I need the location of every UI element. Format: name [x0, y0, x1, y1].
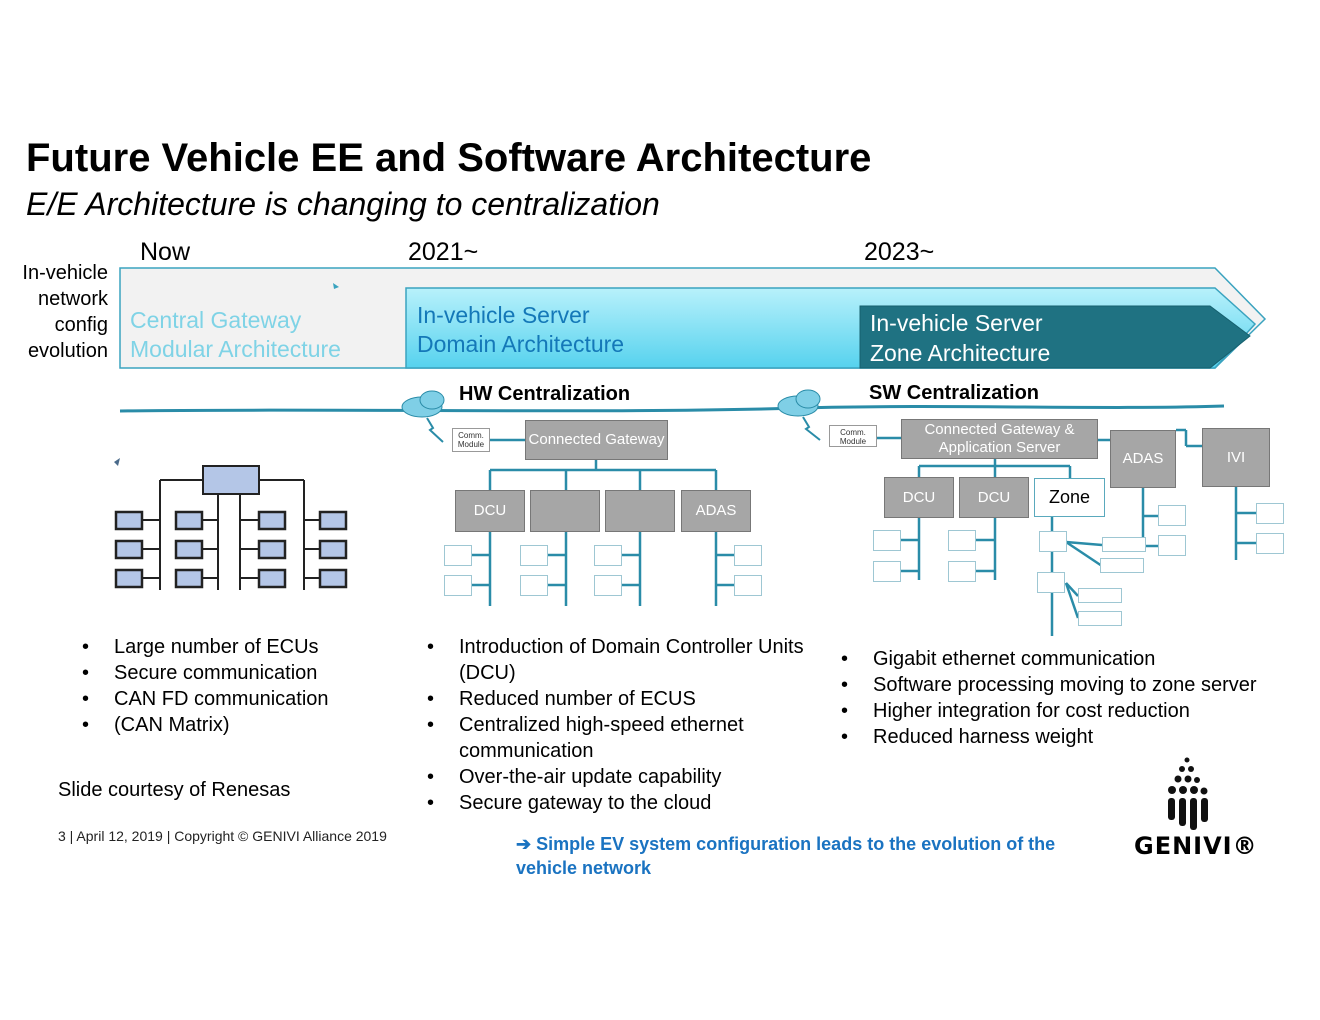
bullet-item: Software processing moving to zone serve… [841, 672, 1313, 698]
bullet-item: Higher integration for cost reduction [841, 698, 1313, 724]
cloud-icon [401, 390, 445, 443]
ecu-box [520, 545, 548, 566]
bullets-zone: Gigabit ethernet communication Software … [841, 646, 1313, 750]
ecu-box [1102, 537, 1146, 552]
zone-node-box [1037, 572, 1065, 593]
connected-gateway-app-server-box: Connected Gateway & Application Server [901, 419, 1098, 459]
dcu-box: DCU [884, 477, 954, 518]
bullet-item: Secure communication [82, 660, 394, 686]
ecu-box [1078, 611, 1122, 626]
bullet-item: Reduced number of ECUS [427, 686, 804, 712]
ecu-box [1158, 535, 1186, 556]
bullet-item: Secure gateway to the cloud [427, 790, 804, 816]
cloud-icon [777, 389, 821, 441]
ecu-box [873, 530, 901, 551]
domain-box [530, 490, 600, 532]
slide-footer: 3 | April 12, 2019 | Copyright © GENIVI … [58, 828, 387, 844]
ecu-box [1256, 533, 1284, 554]
arrow-right-icon: ➔ [516, 834, 532, 854]
genivi-logo-text: GENIVI® [1134, 832, 1258, 860]
ecu-box [1100, 558, 1144, 573]
ecu-box [444, 575, 472, 596]
ecu-box [734, 575, 762, 596]
ecu-box [520, 575, 548, 596]
legacy-ecu-tree [159, 479, 305, 590]
ecu-box [1078, 588, 1122, 603]
ivi-box: IVI [1202, 428, 1270, 487]
arrow-domain-label: In-vehicle Server Domain Architecture [417, 302, 625, 357]
bullet-item: Reduced harness weight [841, 724, 1313, 750]
arrow-now-label: Central Gateway Modular Architecture [130, 307, 341, 362]
ecu-box [734, 545, 762, 566]
ecu-box [594, 575, 622, 596]
zone-box: Zone [1034, 478, 1105, 517]
bullet-item: Centralized high-speed ethernet communic… [427, 712, 804, 764]
era-now: Now [140, 238, 191, 266]
bullet-item: (CAN Matrix) [82, 712, 394, 738]
domain-box [605, 490, 675, 532]
connected-gateway-box: Connected Gateway [525, 420, 668, 460]
ecu-box [873, 561, 901, 582]
era-2021: 2021~ [408, 238, 479, 266]
genivi-logo-icon [1168, 757, 1208, 830]
slide-title: Future Vehicle EE and Software Architect… [26, 136, 872, 180]
bullet-item: CAN FD communication [82, 686, 394, 712]
hw-centralization-heading: HW Centralization [459, 383, 631, 405]
bullet-item: Gigabit ethernet communication [841, 646, 1313, 672]
bullets-domain: Introduction of Domain Controller Units … [427, 634, 804, 816]
era-2023: 2023~ [864, 238, 935, 266]
ecu-box [948, 530, 976, 551]
side-label: In-vehicle network config evolution [22, 262, 108, 362]
zone-node-box [1039, 531, 1067, 552]
arrow-zone [859, 305, 1251, 369]
comm-module-box: Comm. Module [452, 428, 490, 452]
conclusion-text: Simple EV system configuration leads to … [516, 834, 1056, 878]
ecu-box [594, 545, 622, 566]
dcu-box: DCU [455, 490, 525, 532]
sw-centralization-heading: SW Centralization [869, 382, 1040, 404]
arrow-zone-label: In-vehicle Server Zone Architecture [870, 310, 1051, 366]
ecu-box [1158, 505, 1186, 526]
courtesy-note: Slide courtesy of Renesas [58, 779, 291, 801]
ecu-box [948, 561, 976, 582]
bullets-now: Large number of ECUs Secure communicatio… [82, 634, 394, 738]
adas-box: ADAS [1110, 430, 1176, 488]
bullet-item: Large number of ECUs [82, 634, 394, 660]
slide-subtitle: E/E Architecture is changing to centrali… [26, 186, 660, 222]
bullet-item: Over-the-air update capability [427, 764, 804, 790]
ecu-box [1256, 503, 1284, 524]
bullet-item: Introduction of Domain Controller Units … [427, 634, 804, 686]
adas-box: ADAS [681, 490, 751, 532]
conclusion-callout: ➔ Simple EV system configuration leads t… [516, 832, 1076, 880]
comm-module-box: Comm. Module [829, 425, 877, 447]
dcu-box: DCU [959, 477, 1029, 518]
ecu-box [444, 545, 472, 566]
